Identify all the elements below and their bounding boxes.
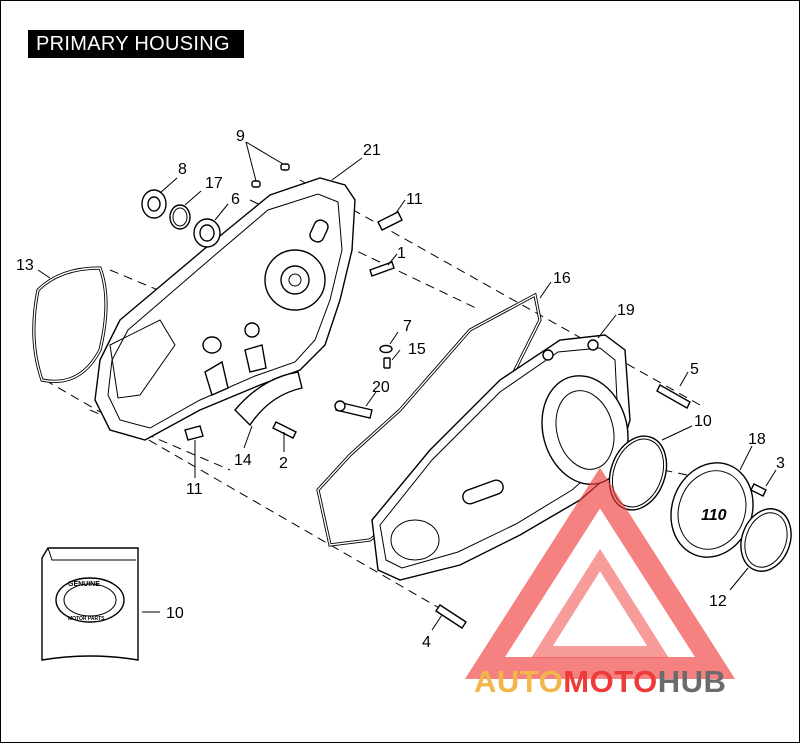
chain-adjuster-shoe <box>234 371 303 427</box>
watermark-text: AUTOMOTOHUB <box>474 664 726 700</box>
mainshaft-seal <box>141 189 167 219</box>
o-ring-7 <box>379 344 393 354</box>
callout-4: 4 <box>422 634 431 651</box>
callout-19: 19 <box>617 302 635 319</box>
derby-cover-badge: 110 <box>701 507 727 524</box>
callout-8: 8 <box>178 161 187 178</box>
inner-primary-housing <box>94 177 356 441</box>
callout-11-lower: 11 <box>186 481 203 498</box>
screw-4 <box>435 604 467 629</box>
watermark-moto: MOTO <box>563 664 658 699</box>
screw-11-lower <box>184 425 204 441</box>
screw-11-upper <box>377 211 403 231</box>
bolt-20 <box>334 400 373 419</box>
callout-labels: 9 21 8 17 6 11 13 1 16 19 7 15 5 20 10 1… <box>16 128 785 651</box>
callout-16: 16 <box>553 270 571 287</box>
callout-7: 7 <box>403 318 412 335</box>
callout-9: 9 <box>236 128 245 145</box>
watermark-logo <box>464 467 736 679</box>
retaining-ring <box>169 204 191 230</box>
derby-cover: 110 <box>670 462 754 558</box>
inner-primary-gasket <box>32 266 108 383</box>
screw-1 <box>369 261 395 277</box>
callout-2: 2 <box>279 455 288 472</box>
callout-6: 6 <box>231 191 240 208</box>
callout-21: 21 <box>363 142 381 159</box>
callout-12: 12 <box>709 593 727 610</box>
outer-primary-gasket <box>316 292 542 547</box>
sealant-badge-top: GENUINE <box>68 581 100 588</box>
watermark-hub: HUB <box>657 664 727 699</box>
dowel-pins <box>251 163 290 188</box>
outer-primary-cover <box>371 334 631 581</box>
callout-1: 1 <box>397 245 406 262</box>
callout-14: 14 <box>234 452 252 469</box>
callout-5: 5 <box>690 361 699 378</box>
screw-5 <box>656 384 691 409</box>
callout-11-upper: 11 <box>406 191 423 208</box>
watermark-auto: AUTO <box>474 664 564 699</box>
plug-15 <box>383 357 391 369</box>
callout-10-gasket: 10 <box>694 413 712 430</box>
leader-lines <box>37 141 777 631</box>
callout-13: 13 <box>16 257 34 274</box>
callout-18: 18 <box>748 431 766 448</box>
callout-17: 17 <box>205 175 223 192</box>
sealant-box: GENUINE MOTOR PARTS <box>41 547 139 661</box>
callout-3: 3 <box>776 455 785 472</box>
diagram-title: PRIMARY HOUSING <box>28 30 244 58</box>
screw-3 <box>750 483 767 497</box>
callout-10-sealant: 10 <box>166 605 184 622</box>
callout-20: 20 <box>372 379 390 396</box>
callout-15: 15 <box>408 341 426 358</box>
derby-cover-ring <box>740 508 792 572</box>
mainshaft-bearing <box>193 218 221 248</box>
screw-2 <box>272 421 297 439</box>
sealant-badge-bottom: MOTOR PARTS <box>68 616 105 622</box>
